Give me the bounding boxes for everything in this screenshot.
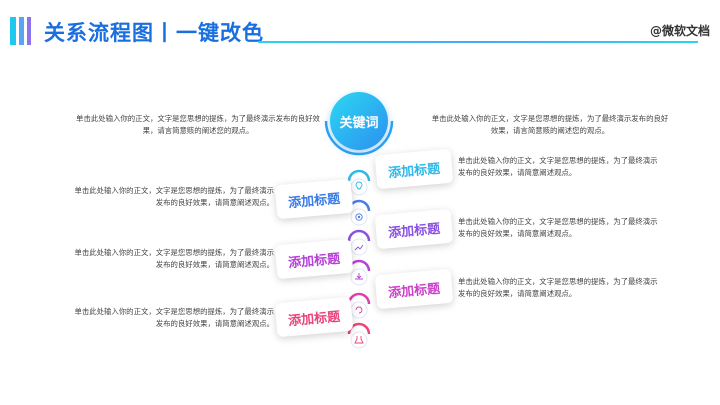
keyword-circle: 关键词 [330, 92, 388, 150]
top-left-text: 单击此处输入你的正文，文字是您思想的提炼，为了最终演示发布的良好效果，请言简意赅… [76, 114, 320, 135]
node-chart [347, 229, 371, 256]
node-lightbulb [347, 169, 371, 196]
step-description: 单击此处输入你的正文，文字是您思想的提炼，为了最终演示发布的良好效果，请简意阐述… [74, 248, 274, 269]
header-accent-bar [10, 17, 16, 45]
step-title-bubble: 添加标题 [374, 208, 454, 250]
header-accent-bar [27, 17, 31, 45]
page-title: 关系流程图丨一键改色 [44, 21, 264, 45]
keyword-label: 关键词 [339, 115, 379, 131]
step-description: 单击此处输入你的正文，文字是您思想的提炼，为了最终演示发布的良好效果，请简意阐述… [458, 217, 658, 238]
step-title: 添加标题 [387, 161, 441, 181]
header-accent-bar [19, 17, 24, 45]
step-title-bubble: 添加标题 [274, 296, 354, 338]
top-right-text: 单击此处输入你的正文，文字是您思想的提炼，为了最终演示发布的良好效果，请言简意赅… [431, 114, 669, 135]
header-divider [258, 41, 698, 43]
step-description: 单击此处输入你的正文，文字是您思想的提炼，为了最终演示发布的良好效果，请简意阐述… [74, 307, 274, 328]
step-title-bubble: 添加标题 [274, 178, 354, 220]
step-description: 单击此处输入你的正文，文字是您思想的提炼，为了最终演示发布的良好效果，请简意阐述… [74, 186, 274, 207]
step-title: 添加标题 [287, 251, 341, 271]
step-description: 单击此处输入你的正文，文字是您思想的提炼，为了最终演示发布的良好效果，请简意阐述… [458, 277, 658, 298]
step-title: 添加标题 [387, 281, 441, 301]
step-description: 单击此处输入你的正文，文字是您思想的提炼，为了最终演示发布的良好效果，请简意阐述… [458, 156, 658, 177]
step-title-bubble: 添加标题 [274, 238, 354, 280]
step-title: 添加标题 [387, 221, 441, 241]
step-title: 添加标题 [287, 309, 341, 329]
step-title-bubble: 添加标题 [374, 268, 454, 310]
brand-label: @微软文档 [649, 24, 710, 38]
node-flask [347, 322, 371, 349]
step-title-bubble: 添加标题 [374, 148, 454, 190]
step-title: 添加标题 [287, 191, 341, 211]
